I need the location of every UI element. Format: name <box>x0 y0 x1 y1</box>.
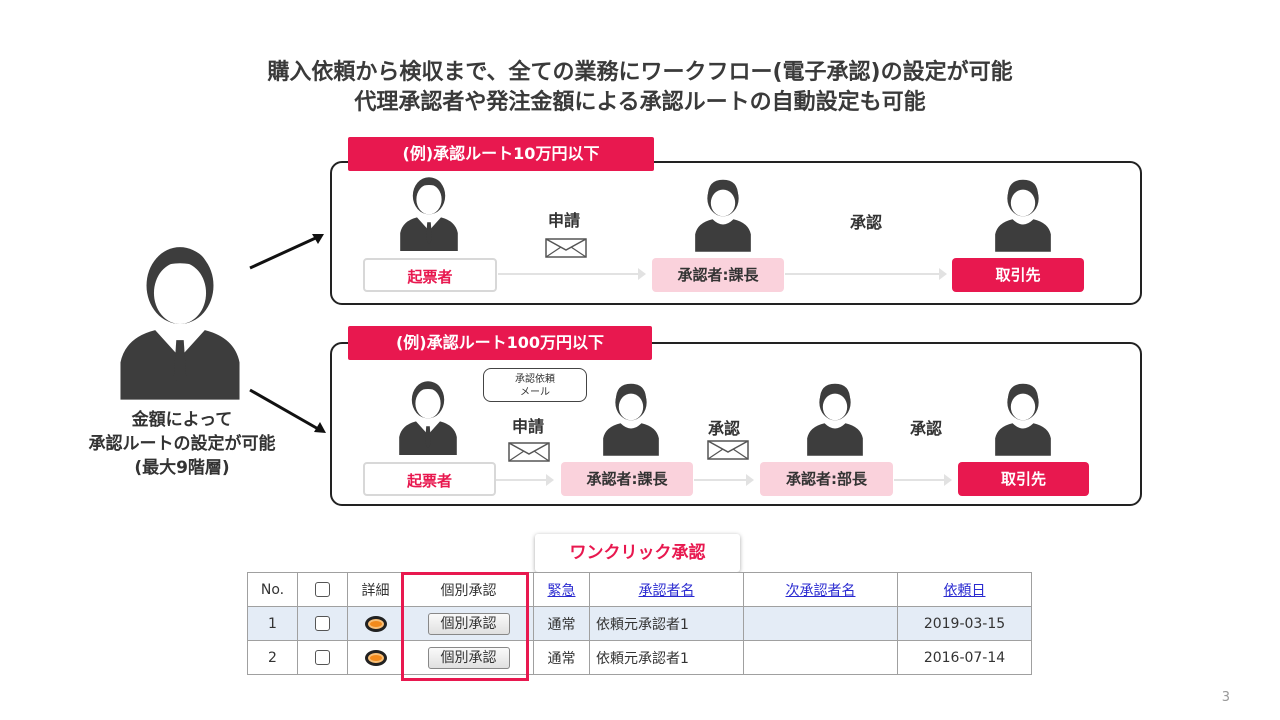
page-title-line1: 購入依頼から検収まで、全ての業務にワークフロー(電子承認)の設定が可能 <box>267 60 1013 85</box>
row-approver: 依頼元承認者1 <box>589 606 744 641</box>
row-urgency: 通常 <box>533 606 590 641</box>
detail-icon[interactable] <box>364 649 387 666</box>
row-checkbox[interactable] <box>315 616 330 631</box>
route2-role-director: 承認者:部長 <box>760 462 893 496</box>
row-next-approver <box>743 640 898 675</box>
page-number: 3 <box>1221 690 1230 705</box>
row-detail-cell[interactable] <box>347 640 404 675</box>
route-arrows <box>249 234 326 433</box>
route2-approve-label-2: 承認 <box>910 419 943 438</box>
route1-role-supplier: 取引先 <box>952 258 1084 292</box>
header-select-all[interactable] <box>297 572 348 607</box>
row-no: 2 <box>247 640 298 675</box>
row-approve-cell: 個別承認 <box>403 606 534 641</box>
row-checkbox[interactable] <box>315 650 330 665</box>
route2-flow-line-2 <box>694 474 754 486</box>
row-approver: 依頼元承認者1 <box>589 640 744 675</box>
route2-drafter-person-icon <box>398 376 458 456</box>
row-detail-cell[interactable] <box>347 606 404 641</box>
route1-role-drafter: 起票者 <box>363 258 497 292</box>
route2-tag: (例)承認ルート100万円以下 <box>348 326 652 360</box>
header-individual-approval: 個別承認 <box>403 572 534 607</box>
one-click-approval-callout: ワンクリック承認 <box>535 534 740 572</box>
row-date: 2019-03-15 <box>897 606 1032 641</box>
table-row: 2 個別承認 通常 依頼元承認者1 2016-07-14 <box>247 640 1032 675</box>
route2-manager-person-icon <box>602 380 660 456</box>
table-header-row: No. 詳細 個別承認 緊急 承認者名 次承認者名 依頼日 <box>247 572 1032 607</box>
row-date: 2016-07-14 <box>897 640 1032 675</box>
select-all-checkbox[interactable] <box>315 582 330 597</box>
row-checkbox-cell[interactable] <box>297 606 348 641</box>
route2-apply-label: 申請 <box>512 417 545 436</box>
table-row: 1 個別承認 通常 依頼元承認者1 2019-03-15 <box>247 606 1032 641</box>
row-checkbox-cell[interactable] <box>297 640 348 675</box>
individual-approve-button[interactable]: 個別承認 <box>427 612 510 635</box>
route1-mail-icon <box>545 238 587 258</box>
route2-mail-icon-1 <box>508 442 550 462</box>
header-urgency-sort[interactable]: 緊急 <box>533 572 590 607</box>
row-no: 1 <box>247 606 298 641</box>
route1-apply-label: 申請 <box>548 211 581 230</box>
approval-table: No. 詳細 個別承認 緊急 承認者名 次承認者名 依頼日 1 個別承認 通常 … <box>247 572 1032 675</box>
route2-role-drafter: 起票者 <box>363 462 496 496</box>
route2-approve-label-1: 承認 <box>708 419 741 438</box>
route2-mail-icon-2 <box>707 440 749 460</box>
route2-director-person-icon <box>806 380 864 456</box>
left-caption: 金額によって 承認ルートの設定が可能 (最大9階層) <box>88 410 276 478</box>
route2-mail-bubble: 承認依頼 メール <box>483 368 587 402</box>
route2-role-supplier: 取引先 <box>958 462 1089 496</box>
route1-approve-label: 承認 <box>850 213 883 232</box>
route1-supplier-person-icon <box>994 176 1052 252</box>
header-date-sort[interactable]: 依頼日 <box>897 572 1032 607</box>
individual-approve-button[interactable]: 個別承認 <box>427 646 510 669</box>
route1-manager-person-icon <box>694 176 752 252</box>
route2-flow-line-3 <box>894 474 952 486</box>
requester-person-icon <box>118 238 242 400</box>
route2-supplier-person-icon <box>994 380 1052 456</box>
header-no: No. <box>247 572 298 607</box>
row-next-approver <box>743 606 898 641</box>
header-approver-sort[interactable]: 承認者名 <box>589 572 744 607</box>
route1-drafter-person-icon <box>399 172 459 252</box>
header-next-approver-sort[interactable]: 次承認者名 <box>743 572 898 607</box>
route1-role-manager: 承認者:課長 <box>652 258 784 292</box>
detail-icon[interactable] <box>364 615 387 632</box>
route2-role-manager: 承認者:課長 <box>561 462 693 496</box>
header-detail: 詳細 <box>347 572 404 607</box>
route1-flow-line-1 <box>498 268 646 280</box>
route1-flow-line-2 <box>785 268 947 280</box>
row-urgency: 通常 <box>533 640 590 675</box>
row-approve-cell: 個別承認 <box>403 640 534 675</box>
route2-flow-line-1 <box>496 474 554 486</box>
page-title-line2: 代理承認者や発注金額による承認ルートの自動設定も可能 <box>354 90 926 115</box>
route1-tag: (例)承認ルート10万円以下 <box>348 137 654 171</box>
